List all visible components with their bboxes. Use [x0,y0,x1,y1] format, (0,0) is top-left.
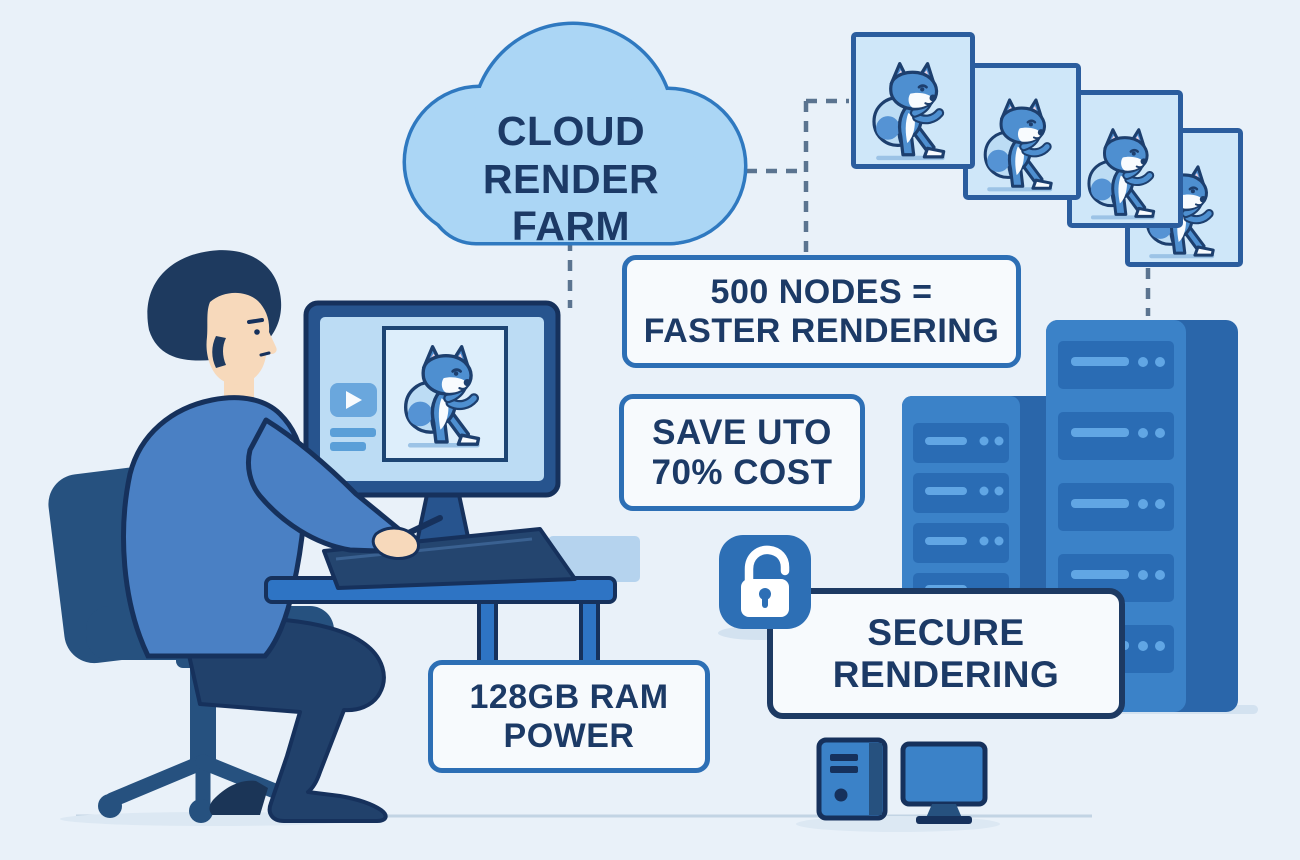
ram-power-badge: 128GB RAM POWER [428,660,710,773]
play-icon [330,383,377,417]
desktop-tower-icon [816,737,888,821]
mouth [259,351,271,357]
secure-rendering-badge: SECURE RENDERING [767,588,1125,719]
leg-and-shoe [180,616,388,823]
monitor [303,300,561,570]
fox-character [859,45,966,164]
arm-and-hand [245,417,443,560]
cloud-render-farm-label: CLOUD RENDER FARM [482,108,660,250]
ui-bar [330,442,366,451]
fox-character [1075,103,1175,223]
save-cost-badge: SAVE UTO 70% COST [619,394,865,511]
ui-bar [330,428,376,437]
nodes-badge: 500 NODES = FASTER RENDERING [622,255,1021,368]
animator-person [121,250,388,823]
screen-fox-frame [382,326,508,462]
render-frame-2 [963,63,1081,200]
unlocked-padlock-glyph [741,545,790,617]
back-shoe [209,780,268,815]
cloud-shape [402,21,748,246]
drawing-tablet [322,527,577,590]
server-rack-short [902,396,1064,596]
render-frame-3 [1067,90,1183,228]
monitor-icon [900,741,988,824]
desk-leg [477,598,498,664]
eyebrow [247,318,264,324]
sideburn [212,336,226,368]
desk-leg [579,598,600,664]
dashed-connectors [567,98,1151,316]
fox-character [971,76,1073,195]
hand [371,526,420,560]
eye [254,329,260,335]
render-frame-1 [851,32,975,169]
lock-icon [719,535,811,629]
